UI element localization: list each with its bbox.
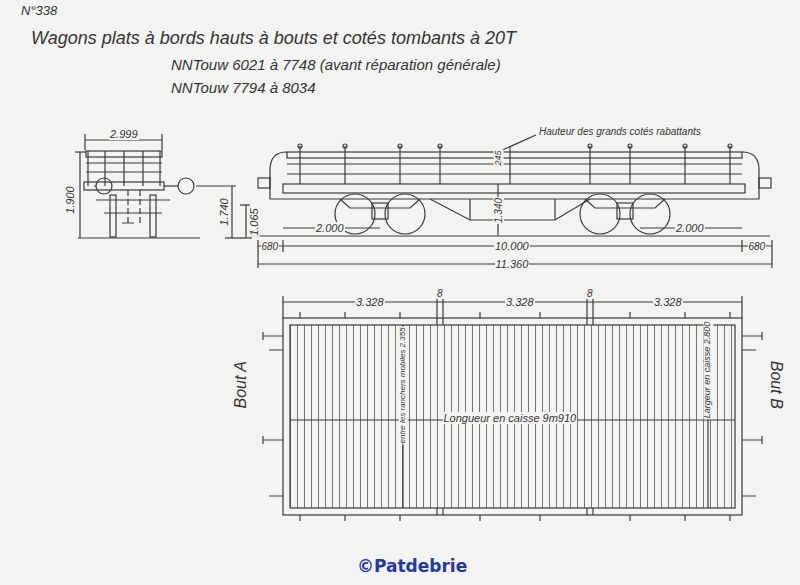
- dimension: 10.000: [494, 240, 530, 252]
- plate-number: N°338: [20, 4, 58, 18]
- dimension: 11.360: [495, 258, 530, 270]
- dimension: 2.999: [109, 128, 139, 140]
- dimension: 1.740: [218, 197, 230, 227]
- note: Largeur en caisse 2.800: [703, 321, 713, 420]
- dimension: 2.000: [675, 222, 705, 234]
- dimension: 680: [748, 241, 767, 252]
- series-note: NNTouw 7794 à 8034: [170, 80, 317, 97]
- dimension: 245: [493, 149, 503, 166]
- dimension: 3.328: [653, 296, 683, 308]
- end-label: Bout A: [231, 360, 249, 409]
- end-label: Bout B: [767, 360, 785, 410]
- dimension: 8: [436, 288, 444, 299]
- dimension: 8: [586, 288, 594, 299]
- note: Longueur en caisse 9m910: [443, 412, 578, 424]
- note: entre les ranchers mobiles 2.355: [399, 326, 408, 444]
- watermark: ©Patdebrie: [356, 557, 468, 576]
- dimension: 1.900: [64, 185, 76, 215]
- drawing-title: Wagons plats à bords hauts à bouts et co…: [30, 29, 517, 49]
- dimension: 3.328: [355, 296, 385, 308]
- dimension: 3.328: [505, 296, 535, 308]
- dimension: 2.000: [315, 222, 345, 234]
- dimension: 1.340: [493, 196, 504, 223]
- dimension: 680: [261, 241, 280, 252]
- note: Hauteur des grands cotés rabattants: [538, 126, 702, 137]
- series-note: NNTouw 6021 à 7748 (avant réparation gén…: [170, 57, 502, 74]
- dimension: 1.065: [248, 207, 260, 237]
